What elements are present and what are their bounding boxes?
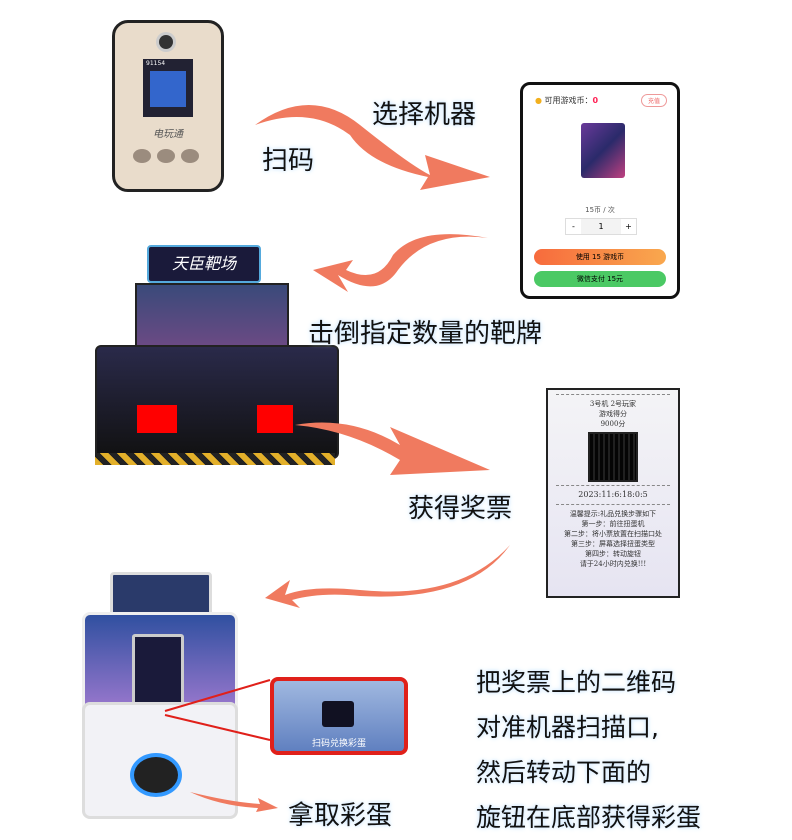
ticket-tip: 第一步：前往扭蛋机 bbox=[581, 520, 645, 528]
step-ticket-label: 获得奖票 bbox=[408, 494, 513, 524]
machine-logo: 天臣靶场 bbox=[147, 245, 261, 283]
machine-image bbox=[581, 123, 625, 178]
use-coins-button[interactable]: 使用 15 游戏币 bbox=[534, 249, 666, 265]
capsule-machine-photo bbox=[82, 572, 238, 819]
arrow-icon bbox=[313, 234, 488, 292]
callout-lines bbox=[164, 679, 271, 741]
recharge-button[interactable]: 充值 bbox=[640, 94, 667, 107]
quantity-value[interactable]: 1 bbox=[581, 219, 621, 234]
scanner-label: 扫码兑换彩蛋 bbox=[311, 739, 366, 749]
quantity-stepper[interactable]: -1 + bbox=[565, 218, 637, 235]
qr-code bbox=[588, 432, 638, 482]
phone-screen: ● 可用游戏币：0 充值 15币 / 次 -1 + 使用 15 游戏币 微信支付 … bbox=[520, 82, 680, 299]
qr-code bbox=[150, 71, 186, 107]
coin-balance: ● 可用游戏币：0 bbox=[535, 96, 599, 105]
instruction-line: 把奖票上的二维码 bbox=[476, 668, 677, 697]
arrow-icon bbox=[255, 105, 490, 190]
ticket-tip: 第三步：屏幕选择扭蛋类型 bbox=[571, 540, 655, 548]
step-scan-label: 扫码 bbox=[262, 146, 315, 176]
instruction-line: 旋钮在底部获得彩蛋 bbox=[476, 803, 702, 832]
arrow-icon bbox=[295, 422, 490, 475]
ticket-photo: 3号机 2号玩家 游戏得分 9000分 2023:11:6:18:0:5 温馨提… bbox=[546, 388, 680, 598]
ticket-score: 9000分 bbox=[600, 420, 626, 428]
target-machine-photo: 天臣靶场 bbox=[95, 245, 339, 467]
arrow-icon bbox=[265, 545, 510, 608]
instruction-line: 然后转动下面的 bbox=[476, 758, 652, 787]
scanner-closeup: 扫码兑换彩蛋 bbox=[270, 677, 408, 755]
minus-button[interactable]: - bbox=[572, 222, 575, 231]
instruction-line: 对准机器扫描口, bbox=[476, 713, 659, 742]
coin-icon: ● bbox=[535, 96, 542, 105]
step-take-label: 拿取彩蛋 bbox=[288, 801, 393, 831]
device-id: 91154 bbox=[146, 60, 166, 67]
ticket-tip: 第四步：转动旋钮 bbox=[585, 550, 641, 558]
step-hit-label: 击倒指定数量的靶牌 bbox=[308, 319, 543, 349]
ticket-tip: 第二步：将小票放置在扫描口处 bbox=[564, 530, 662, 538]
ticket-tip: 请于24小时内兑换!!! bbox=[579, 560, 647, 568]
camera-icon bbox=[159, 35, 173, 49]
instruction-text: 把奖票上的二维码 对准机器扫描口, 然后转动下面的 旋钮在底部获得彩蛋 bbox=[476, 660, 701, 840]
ticket-score-label: 游戏得分 bbox=[599, 410, 627, 418]
scan-port bbox=[322, 701, 354, 727]
scanner-device-photo: 91154 电玩通 bbox=[112, 20, 224, 192]
price-label: 15币 / 次 bbox=[585, 206, 615, 214]
ticket-machine: 3号机 2号玩家 bbox=[589, 400, 637, 408]
plus-button[interactable]: + bbox=[625, 222, 632, 231]
wechat-pay-button[interactable]: 微信支付 15元 bbox=[534, 271, 666, 287]
device-brand: 电玩通 bbox=[153, 129, 183, 140]
step-select-label: 选择机器 bbox=[372, 100, 477, 130]
ticket-date: 2023:11:6:18:0:5 bbox=[578, 490, 648, 499]
arrow-icon bbox=[190, 792, 278, 812]
ticket-tip: 温馨提示:礼品兑换步骤如下 bbox=[569, 510, 657, 518]
